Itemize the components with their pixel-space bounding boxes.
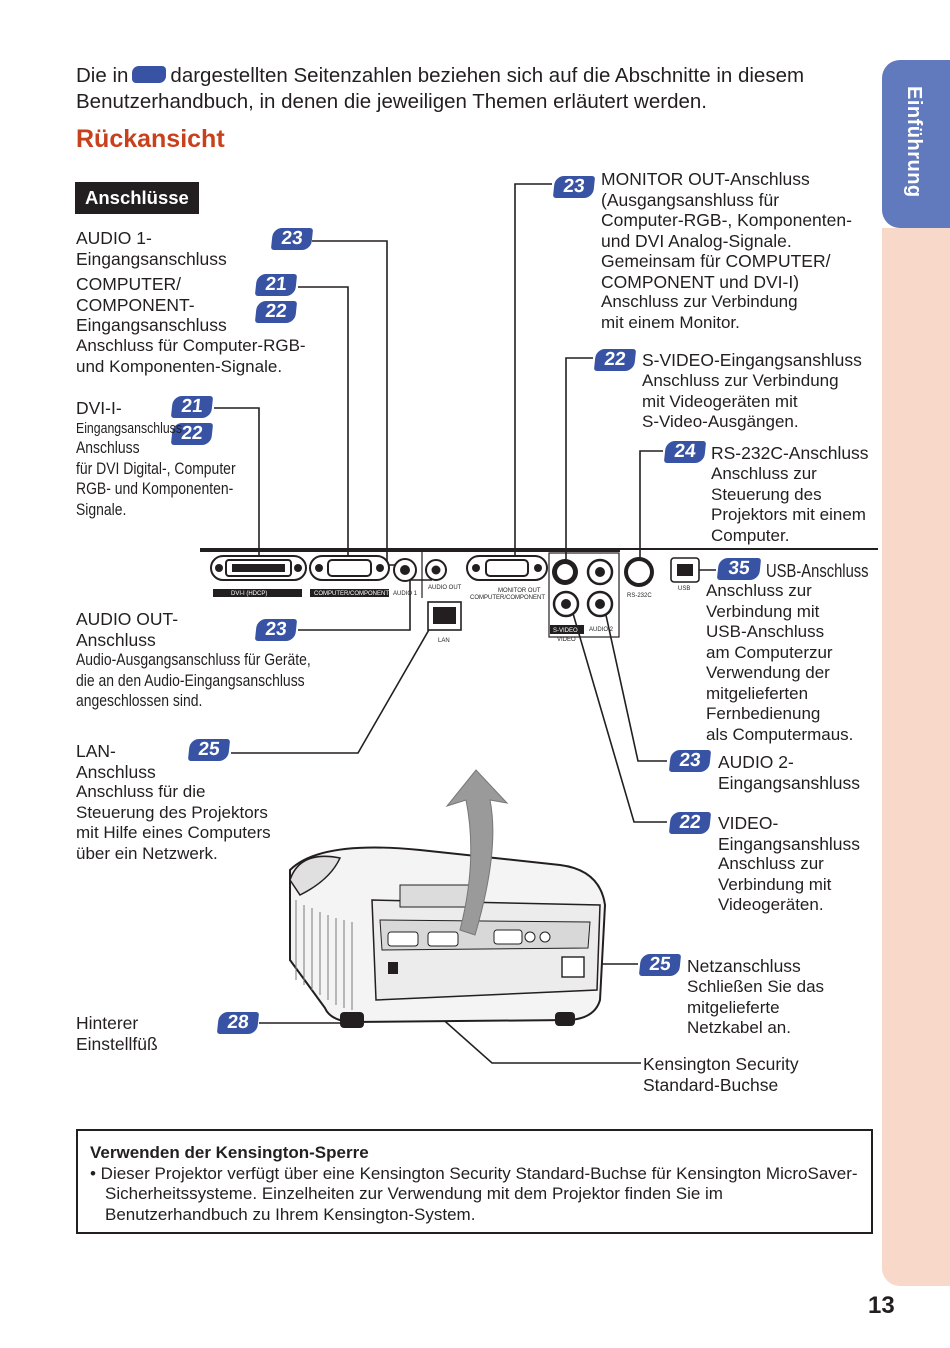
page-badge-audio-out[interactable]: 23 (254, 619, 298, 641)
callout-monitor-title: MONITOR OUT-Anschluss (Ausgangsanshluss … (601, 169, 852, 292)
callout-kensington-title: Kensington Security Standard-Buchse (643, 1054, 799, 1095)
callout-svideo-desc: Anschluss zur Verbindung mit Videogeräte… (642, 371, 839, 431)
callout-dvi-cond: Eingangsanschluss (76, 420, 182, 437)
callout-computer-title: COMPUTER/ COMPONENT- Eingangsanschluss (76, 274, 227, 335)
callout-audio-out-title: AUDIO OUT- Anschluss (76, 609, 179, 650)
callout-rs232-title: RS-232C-Anschluss (711, 443, 869, 463)
panel-label-monitor: MONITOR OUT (498, 588, 541, 594)
leader-dvi (214, 407, 260, 565)
callout-video-desc: Anschluss zur Verbindung mit Videogeräte… (718, 854, 832, 914)
leader-svideo (565, 357, 593, 565)
page-badge-dvi-1[interactable]: 21 (170, 396, 214, 418)
page-badge-power[interactable]: 25 (638, 954, 682, 976)
callout-lan-title: LAN- Anschluss (76, 741, 156, 782)
leader-audio1 (312, 240, 404, 566)
chapter-tab[interactable]: Einführung (882, 60, 950, 228)
panel-label-rs232: RS-232C (627, 593, 652, 599)
panel-label-svideo: S-VIDEO (553, 628, 578, 634)
note-body: • Dieser Projektor verfügt über eine Ken… (90, 1163, 858, 1224)
page-number: 13 (868, 1292, 895, 1319)
leader-audio2 (601, 596, 667, 762)
section-tag: Anschlüsse (75, 182, 199, 214)
page-title: Rückansicht (76, 125, 225, 153)
page-badge-audio2[interactable]: 23 (668, 750, 712, 772)
kensington-note-box: Verwenden der Kensington-Sperre • Dieser… (76, 1129, 873, 1234)
panel-label-lan: LAN (438, 638, 450, 644)
callout-svideo-title: S-VIDEO-Eingangsanshluss (642, 350, 862, 370)
panel-label-monitor-2: COMPUTER/COMPONENT (470, 595, 545, 601)
panel-label-audio-out: AUDIO OUT (428, 585, 462, 591)
chapter-tab-label: Einführung (903, 86, 925, 198)
leader-power (599, 963, 638, 968)
page-badge-svideo[interactable]: 22 (593, 349, 637, 371)
page-badge-rs232[interactable]: 24 (663, 441, 707, 463)
leader-monitor (514, 183, 552, 565)
callout-audio1-title: AUDIO 1- Eingangsanschluss (76, 228, 227, 269)
callout-power-desc: Schließen Sie das mitgelieferte Netzkabe… (687, 977, 825, 1037)
leader-computer (298, 286, 349, 565)
page-badge-monitor[interactable]: 23 (552, 176, 596, 198)
side-strip (882, 228, 950, 1286)
page-reference-chip-icon (132, 66, 167, 83)
projector-illustration (289, 846, 607, 1028)
page-badge-usb[interactable]: 35 (716, 558, 762, 580)
page-badge-lan[interactable]: 25 (187, 739, 231, 761)
page-badge-computer-2[interactable]: 22 (254, 301, 298, 323)
callout-video-title: VIDEO- Eingangsanshluss (718, 813, 861, 854)
intro-before: Die in (76, 64, 129, 87)
note-title: Verwenden der Kensington-Sperre (90, 1143, 369, 1162)
panel-label-computer: COMPUTER/COMPONENT (314, 591, 389, 597)
page-badge-foot[interactable]: 28 (216, 1012, 260, 1034)
callout-power-title: Netzanschluss (687, 956, 801, 976)
leader-lan (231, 627, 431, 754)
panel-label-audio2: AUDIO 2 (589, 627, 614, 633)
leader-video (571, 609, 667, 823)
page-badge-computer-1[interactable]: 21 (254, 274, 298, 296)
callout-audio2-title: AUDIO 2- Eingangsanshluss (718, 752, 861, 793)
leader-rs232 (639, 450, 663, 565)
callout-dvi-title: DVI-I- (76, 398, 122, 418)
callout-foot-title: Hinterer Einstellfüß (76, 1013, 158, 1054)
panel-label-video: VIDEO (557, 637, 576, 643)
panel-label-dvi: DVI-I (HDCP) (231, 591, 267, 597)
callout-rs232-desc: Anschluss zur Steuerung des Projektors m… (711, 464, 866, 545)
callout-dvi-desc: Anschluss für DVI Digital-, Computer RGB… (76, 438, 236, 519)
panel-label-usb: USB (678, 586, 690, 592)
page-badge-audio1[interactable]: 23 (270, 228, 314, 250)
callout-audio-out-desc: Audio-Ausgangsanschluss für Geräte, die … (76, 650, 311, 710)
callout-computer-desc: Anschluss für Computer-RGB- und Komponen… (76, 336, 306, 376)
callout-lan-desc: Anschluss für die Steuerung des Projekto… (76, 782, 271, 863)
callout-monitor-desc: Anschluss zur Verbindung mit einem Monit… (601, 292, 798, 332)
callout-usb-title: USB-Anschluss (766, 561, 869, 581)
panel-label-audio1: AUDIO 1 (393, 591, 418, 597)
page-badge-video[interactable]: 22 (668, 812, 712, 834)
intro-after: dargestellten Seitenzahlen beziehen sich… (76, 64, 805, 113)
leader-audio-out (298, 579, 432, 631)
callout-usb-desc: Anschluss zur Verbindung mit USB-Anschlu… (706, 581, 854, 744)
